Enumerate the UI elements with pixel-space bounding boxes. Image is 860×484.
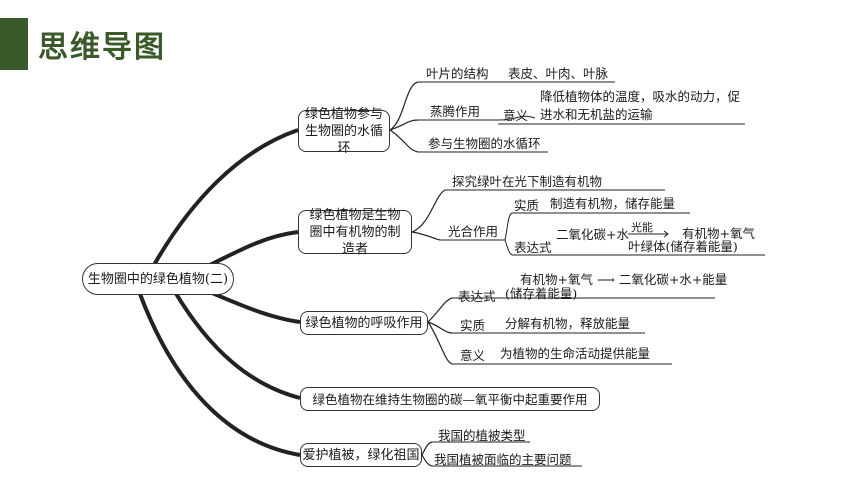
photo-formula-bottom: 叶绿体(储存着能量) (628, 239, 738, 254)
resp-formula-label: 表达式 (458, 289, 496, 304)
explore-label: 探究绿叶在光下制造有机物 (452, 174, 603, 189)
branch-3-node: 绿色植物的呼吸作用 (300, 311, 428, 335)
photo-formula-right: 有机物+氧气 (682, 226, 755, 241)
branch-line-4 (173, 290, 301, 400)
transpiration-label: 蒸腾作用 (430, 104, 481, 119)
branch-1-node: 绿色植物参与生物圈的水循环 (298, 107, 390, 156)
photosynthesis-label: 光合作用 (448, 224, 499, 239)
leaf-structure-label: 叶片的结构 (426, 66, 489, 81)
transpiration-meaning-line2: 进水和无机盐的运输 (540, 107, 653, 122)
photo-essence-detail: 制造有机物，储存能量 (550, 196, 676, 211)
resp-formula-line2: (储存着能量) (505, 286, 578, 301)
resp-meaning-label: 意义 (460, 348, 486, 363)
vegetation-problems-label: 我国植被面临的主要问题 (434, 452, 572, 467)
photo-formula-top: 光能 (631, 221, 653, 234)
page-title: 思维导图 (38, 30, 166, 65)
resp-formula-line1: 有机物+氧气 ⟶ 二氧化碳+水+能量 (520, 272, 728, 287)
leaf-structure-detail: 表皮、叶肉、叶脉 (508, 66, 609, 81)
branch-2-node: 绿色植物是生物圈中有机物的制造者 (298, 208, 412, 257)
photo-formula-left: 二氧化碳+水 (556, 227, 629, 242)
branch-line-1 (148, 128, 299, 273)
resp-meaning-detail: 为植物的生命活动提供能量 (500, 346, 651, 361)
transpiration-meaning-line1: 降低植物体的温度，吸水的动力，促 (540, 89, 741, 104)
root-node: 生物圈中的绿色植物(二) (82, 263, 234, 295)
branch-5-node: 爱护植被，绿化祖国 (300, 443, 422, 467)
title-accent-bar (0, 18, 28, 70)
resp-essence-detail: 分解有机物，释放能量 (505, 316, 631, 331)
branch-line-5 (138, 293, 301, 457)
transpiration-meaning-label: 意义 (503, 108, 529, 123)
water-cycle-label: 参与生物圈的水循环 (428, 136, 541, 151)
vegetation-types-label: 我国的植被类型 (438, 428, 526, 443)
photo-formula-label: 表达式 (514, 240, 552, 255)
photo-essence-label: 实质 (514, 198, 540, 213)
resp-essence-label: 实质 (460, 318, 486, 333)
branch-4-node: 绿色植物在维持生物圈的碳—氧平衡中起重要作用 (300, 387, 600, 411)
